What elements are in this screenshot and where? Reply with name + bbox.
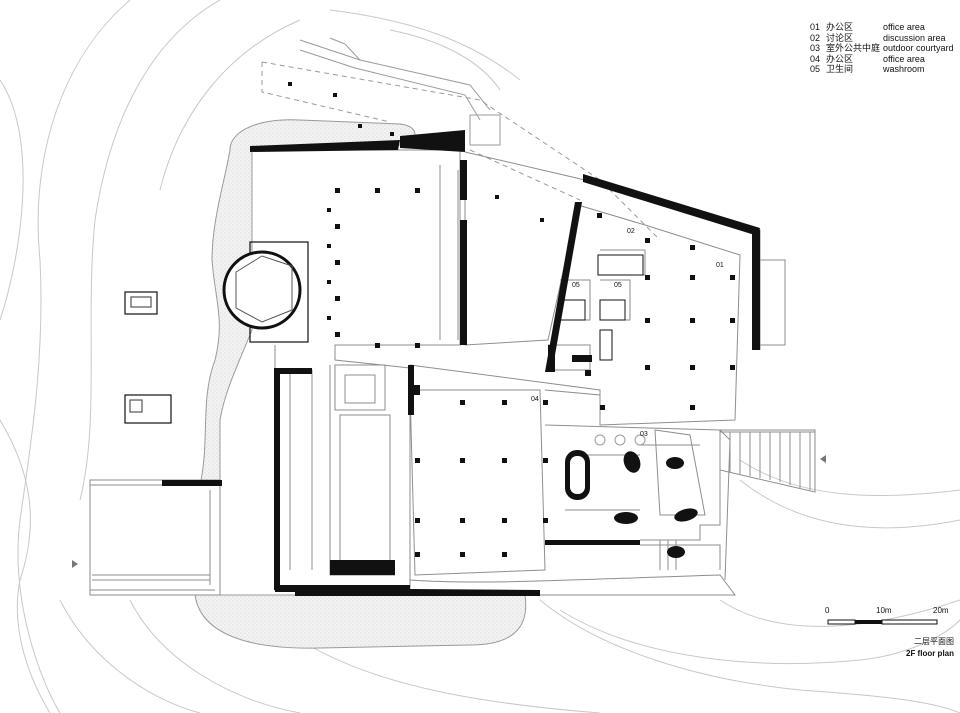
room-label-02: 02: [627, 228, 635, 235]
legend-item: 02 讨论区 discussion area: [810, 33, 954, 44]
legend-number: 02: [810, 32, 821, 43]
legend-label-en: office area: [883, 53, 925, 64]
caption-zh: 二层平面图: [914, 637, 954, 646]
legend-number: 04: [810, 53, 821, 64]
caption-en: 2F floor plan: [906, 649, 954, 658]
entry-path: [299, 37, 501, 146]
room-label-01: 01: [716, 262, 724, 269]
legend-label-zh: 办公区: [826, 22, 854, 32]
legend-label-en: discussion area: [883, 32, 946, 43]
plan-legend: 01 办公区 office area 02 讨论区 discussion are…: [810, 22, 954, 75]
legend-label-en: office area: [883, 22, 925, 32]
legend-number: 03: [810, 43, 821, 54]
legend-label-zh: 室外公共中庭: [826, 43, 881, 54]
east-section-marker-icon: [820, 455, 826, 463]
courtyard-elements: [565, 434, 698, 558]
west-section-marker-icon: [72, 560, 78, 568]
outdoor-benches: [124, 291, 172, 424]
room-label-05-east: 05: [614, 282, 622, 289]
legend-item: 01 办公区 office area: [810, 22, 954, 33]
room-label-05-west: 05: [572, 282, 580, 289]
scale-label-0: 0: [825, 606, 830, 615]
legend-item: 05 卫生间 washroom: [810, 64, 954, 75]
legend-item: 03 室外公共中庭 outdoor courtyard: [810, 43, 954, 54]
south-terrace-hatch: [194, 594, 527, 649]
room-label-04: 04: [531, 396, 539, 403]
dashed-roof-outline: [261, 61, 661, 241]
structural-walls: [162, 130, 760, 596]
scale-bar: [827, 619, 938, 625]
legend-label-zh: 讨论区: [826, 32, 854, 43]
room-label-03: 03: [640, 431, 648, 438]
legend-item: 04 办公区 office area: [810, 54, 954, 65]
plan-caption: 二层平面图 2F floor plan: [868, 636, 954, 660]
legend-label-en: outdoor courtyard: [883, 43, 954, 54]
legend-number: 01: [810, 22, 821, 32]
washroom-partitions: [559, 254, 644, 361]
structural-columns: [288, 82, 735, 557]
scale-label-10m: 10m: [876, 606, 892, 615]
round-meeting-room: [222, 241, 309, 343]
legend-label-zh: 卫生间: [826, 64, 854, 75]
legend-label-en: washroom: [883, 64, 925, 75]
legend-number: 05: [810, 64, 821, 75]
east-stairs: [92, 431, 816, 581]
scale-label-20m: 20m: [933, 606, 949, 615]
legend-label-zh: 办公区: [826, 53, 854, 64]
